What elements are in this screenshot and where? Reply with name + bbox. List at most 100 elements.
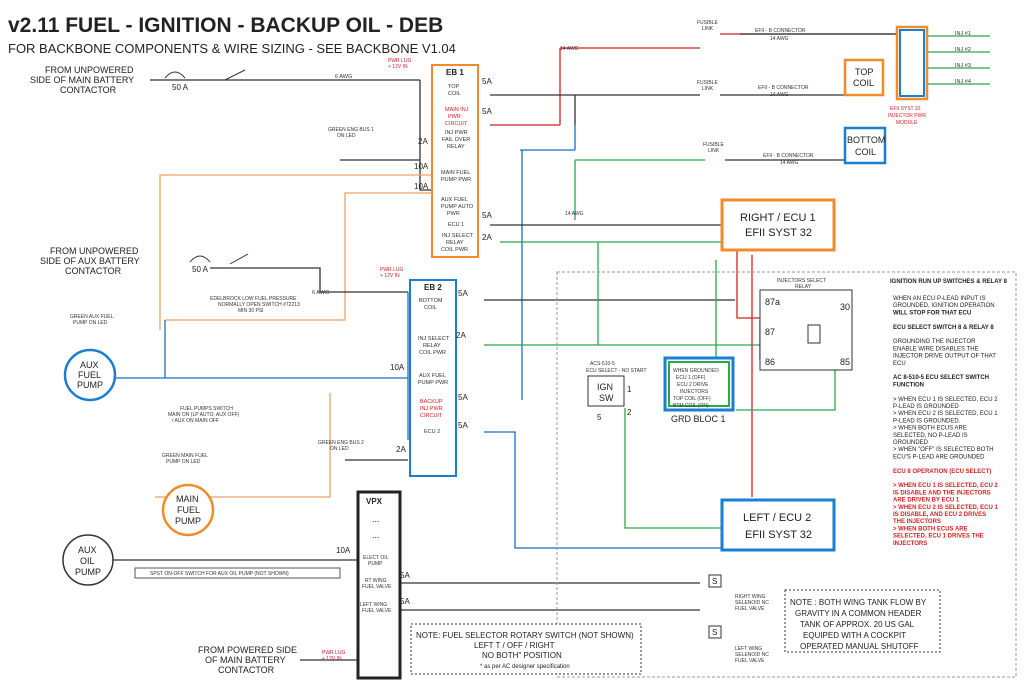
svg-text:INJECTORS: INJECTORS xyxy=(680,389,709,395)
svg-text:LINK: LINK xyxy=(708,148,720,154)
svg-text:RELAY: RELAY xyxy=(795,284,812,290)
svg-text:ECU SELECT - NO START: ECU SELECT - NO START xyxy=(586,368,647,374)
svg-text:GRD BLOC 1: GRD BLOC 1 xyxy=(671,414,726,424)
main-powered-source: FROM POWERED SIDE OF MAIN BATTERY CONTAC… xyxy=(198,645,345,675)
svg-text:COIL: COIL xyxy=(424,305,437,311)
page-title: v2.11 FUEL - IGNITION - BACKUP OIL - DEB xyxy=(8,14,443,37)
svg-text:INJ PWR: INJ PWR xyxy=(445,130,468,136)
svg-text:87a: 87a xyxy=(765,297,780,307)
ignition-note-line: P-LEAD IS GROUNDED xyxy=(893,404,959,410)
ignition-note-line: ECU xyxy=(893,361,906,367)
svg-text:NOTE : BOTH WING TANK FLOW BY: NOTE : BOTH WING TANK FLOW BY xyxy=(790,598,927,607)
ignition-note-line: > WHEN ECU 1 IS SELECTED, ECU 2 xyxy=(893,397,998,403)
svg-text:5A: 5A xyxy=(458,289,468,298)
svg-text:FUEL VALVE: FUEL VALVE xyxy=(362,584,392,590)
svg-text:INJECTOR PWR: INJECTOR PWR xyxy=(888,113,926,119)
svg-text:LEFT WING: LEFT WING xyxy=(360,602,387,608)
svg-text:CONTACTOR: CONTACTOR xyxy=(65,266,122,276)
svg-text:RELAY: RELAY xyxy=(447,144,465,150)
svg-text:NORMALLY OPEN SWITCH #72213: NORMALLY OPEN SWITCH #72213 xyxy=(218,302,300,308)
ignition-note-line: IS DISABLE, AND ECU 2 DRIVES xyxy=(893,512,986,518)
ignition-note-line: INJECTOR DRIVE OUTPUT OF THAT xyxy=(893,354,996,360)
svg-text:COIL: COIL xyxy=(855,147,876,157)
ignition-note-line: GROUNDED, IGNITION OPERATION xyxy=(893,303,995,309)
svg-text:5A: 5A xyxy=(400,571,410,580)
svg-text:PUMP ON LED: PUMP ON LED xyxy=(73,320,108,326)
svg-text:+ 12V IN: + 12V IN xyxy=(322,656,342,662)
ignition-note-line: > WHEN "OFF" IS SELECTED BOTH xyxy=(893,447,993,453)
svg-text:FROM POWERED SIDE: FROM POWERED SIDE xyxy=(198,645,297,655)
svg-text:AUX FUEL: AUX FUEL xyxy=(441,197,468,203)
svg-text:FUEL: FUEL xyxy=(78,370,101,380)
ignition-note-line: > WHEN BOTH ECUS ARE xyxy=(893,526,968,532)
svg-text:COIL: COIL xyxy=(853,78,874,88)
svg-text:ECU 2 DRIVE: ECU 2 DRIVE xyxy=(677,382,709,388)
ignition-note-line: ECU 8 OPERATION (ECU SELECT) xyxy=(893,469,991,475)
svg-text:NOTE: FUEL SELECTOR ROTARY SWI: NOTE: FUEL SELECTOR ROTARY SWITCH (NOT S… xyxy=(416,631,634,640)
svg-text:COIL PWR: COIL PWR xyxy=(441,247,468,253)
svg-text:TANK OF APPROX. 20 US GAL: TANK OF APPROX. 20 US GAL xyxy=(800,620,915,629)
svg-text:PUMP: PUMP xyxy=(175,516,201,526)
eb1-amps: 5A 5A 2A 10A 10A 5A 2A xyxy=(414,77,492,242)
svg-text:BOTTOM: BOTTOM xyxy=(419,298,443,304)
svg-text:LEFT T / OFF / RIGHT: LEFT T / OFF / RIGHT xyxy=(474,641,555,650)
svg-text:RT WING: RT WING xyxy=(365,578,387,584)
svg-text:LINK: LINK xyxy=(702,86,714,92)
svg-text:ECU 2: ECU 2 xyxy=(424,429,440,435)
svg-text:86: 86 xyxy=(765,357,775,367)
svg-text:GREEN ENG BUS 1: GREEN ENG BUS 1 xyxy=(328,127,374,133)
svg-text:SIDE OF AUX BATTERY: SIDE OF AUX BATTERY xyxy=(40,256,140,266)
svg-text:NO BOTH" POSITION: NO BOTH" POSITION xyxy=(482,651,562,660)
svg-text:2A: 2A xyxy=(456,331,466,340)
ecu-select-region xyxy=(556,271,1017,678)
svg-text:PWR: PWR xyxy=(448,114,461,120)
svg-text:MIN 30 PSI: MIN 30 PSI xyxy=(238,308,264,314)
svg-text:GREEN AUX FUEL: GREEN AUX FUEL xyxy=(70,314,114,320)
svg-text:LEFT / ECU 2: LEFT / ECU 2 xyxy=(743,512,811,524)
svg-text:2: 2 xyxy=(627,408,632,417)
svg-text:30: 30 xyxy=(840,302,850,312)
svg-text:FUSIBLE: FUSIBLE xyxy=(703,142,725,148)
ignition-note-line: AC 8-510-5 ECU SELECT SWITCH xyxy=(893,375,989,381)
svg-text:BOTTOM: BOTTOM xyxy=(847,135,885,145)
svg-text:PUMP ON LED: PUMP ON LED xyxy=(166,459,201,465)
svg-text:MAIN ON (LP AUTO, AUX OFF): MAIN ON (LP AUTO, AUX OFF) xyxy=(168,412,240,418)
svg-text:CONTACTOR: CONTACTOR xyxy=(218,665,275,675)
ignition-note-line: SELECTED, NO P-LEAD IS xyxy=(893,433,968,439)
aux-fuel-pump: AUX FUEL PUMP GREEN AUX FUEL PUMP ON LED xyxy=(63,314,117,402)
svg-text:5A: 5A xyxy=(400,597,410,606)
svg-text:/ AUX ON MAIN OFF: / AUX ON MAIN OFF xyxy=(172,418,219,424)
svg-text:LEFT WING: LEFT WING xyxy=(735,646,762,652)
ignition-note-line: GROUNDED xyxy=(893,440,929,446)
svg-text:+ 12V IN: + 12V IN xyxy=(380,273,400,279)
main-breaker-label: 50 A xyxy=(172,83,189,92)
svg-text:CONTACTOR: CONTACTOR xyxy=(60,85,117,95)
svg-text:COIL PWR: COIL PWR xyxy=(419,350,446,356)
svg-text:PWR LUG: PWR LUG xyxy=(380,267,403,273)
svg-text:5: 5 xyxy=(597,413,602,422)
ignition-note-line: THE INJECTORS xyxy=(893,519,941,525)
ignition-note-line: > WHEN ECU 2 IS SELECTED, ECU 1 xyxy=(893,505,999,511)
aux-battery-source: FROM UNPOWERED SIDE OF AUX BATTERY CONTA… xyxy=(40,246,403,296)
svg-text:PUMP: PUMP xyxy=(368,561,383,567)
svg-text:PWR LUG: PWR LUG xyxy=(388,58,411,64)
svg-text:+ 12V IN: + 12V IN xyxy=(388,64,408,70)
svg-text:INJ SELECT: INJ SELECT xyxy=(442,233,474,239)
wires xyxy=(110,33,990,661)
wing-tank-note: NOTE : BOTH WING TANK FLOW BY GRAVITY IN… xyxy=(784,589,941,653)
svg-text:5A: 5A xyxy=(482,211,492,220)
svg-text:5A: 5A xyxy=(458,421,468,430)
eb2-panel: EB 2 BOTTOM COIL INJ SELECT RELAY COIL P… xyxy=(409,279,457,477)
svg-text:AUX: AUX xyxy=(80,360,99,370)
svg-text:FUEL VALVE: FUEL VALVE xyxy=(735,606,765,612)
left-ecu2: LEFT / ECU 2 EFII SYST 32 xyxy=(720,498,836,552)
svg-text:2A: 2A xyxy=(482,233,492,242)
svg-text:LINK: LINK xyxy=(702,26,714,32)
svg-text:S: S xyxy=(712,577,717,586)
svg-text:TOP: TOP xyxy=(448,84,460,90)
ignition-note-line: GROUNDING THE INJECTOR xyxy=(893,339,976,345)
svg-text:...: ... xyxy=(372,530,380,540)
svg-text:CIRCUIT: CIRCUIT xyxy=(420,413,443,419)
svg-text:EB 2: EB 2 xyxy=(424,283,442,292)
